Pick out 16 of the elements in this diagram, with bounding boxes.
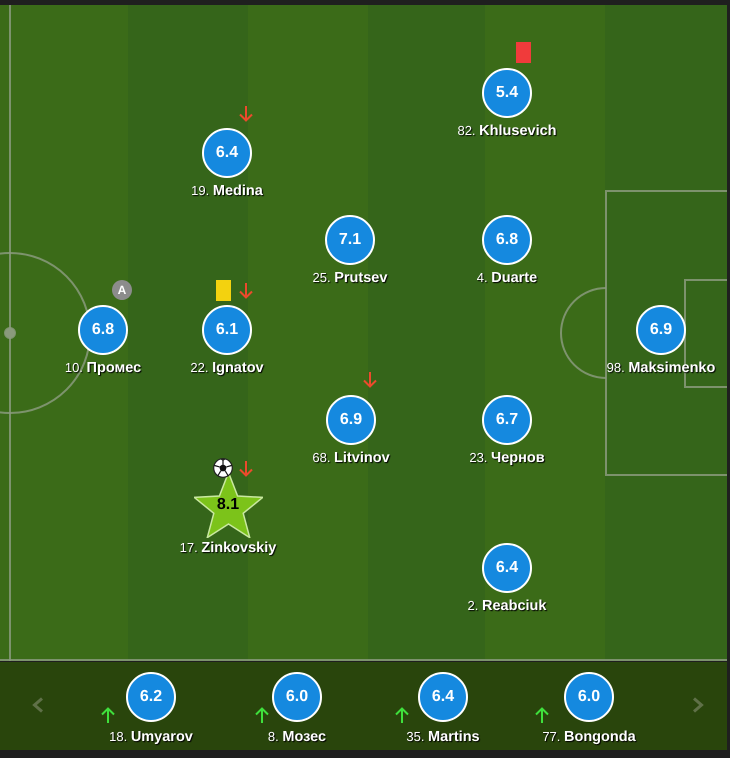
rating-star: 8.1 <box>194 472 262 538</box>
player-name: 18. Umyarov <box>109 729 193 745</box>
player-name: 82. Khlusevich <box>457 123 557 139</box>
player-name: 35. Martins <box>406 729 480 745</box>
player-name: 4. Duarte <box>476 270 538 286</box>
player-name: 77. Bongonda <box>542 729 636 745</box>
player-name: 8. Мозес <box>268 729 326 745</box>
player-name: 2. Reabciuk <box>468 598 546 614</box>
player-name: 17. Zinkovskiy <box>180 540 276 556</box>
player-name: 25. Prutsev <box>312 270 388 286</box>
player-name: 68. Litvinov <box>312 450 390 466</box>
player-name: 98. Maksimenko <box>606 360 716 376</box>
player-name: 22. Ignatov <box>190 360 264 376</box>
player-name: 19. Medina <box>191 183 263 199</box>
player-name: 10. Промес <box>64 360 142 376</box>
player-name: 23. Чернов <box>469 450 545 466</box>
